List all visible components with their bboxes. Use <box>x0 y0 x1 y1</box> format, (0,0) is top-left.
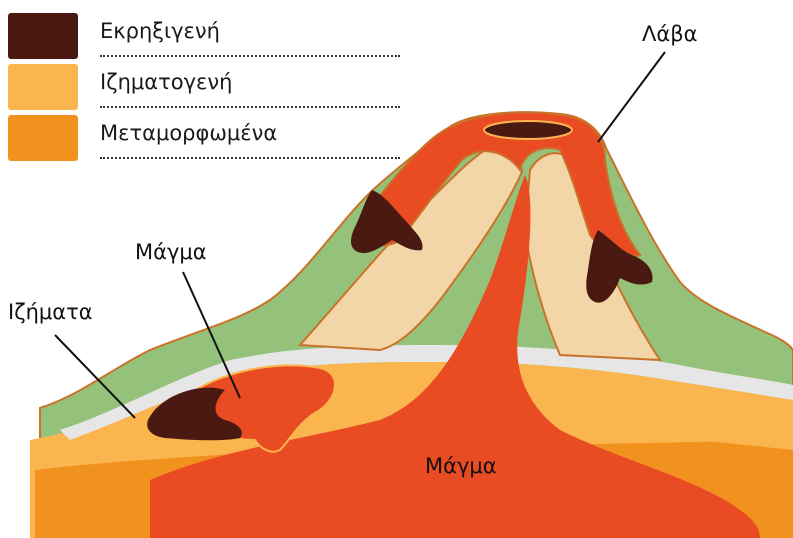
crater <box>484 121 572 139</box>
magma-main-label: Μάγμα <box>425 454 497 478</box>
magma-upper-label: Μάγμα <box>135 240 207 264</box>
sediments-label: Ιζήματα <box>8 300 93 324</box>
lava-leader-line <box>598 52 665 142</box>
lava-label: Λάβα <box>642 22 697 46</box>
